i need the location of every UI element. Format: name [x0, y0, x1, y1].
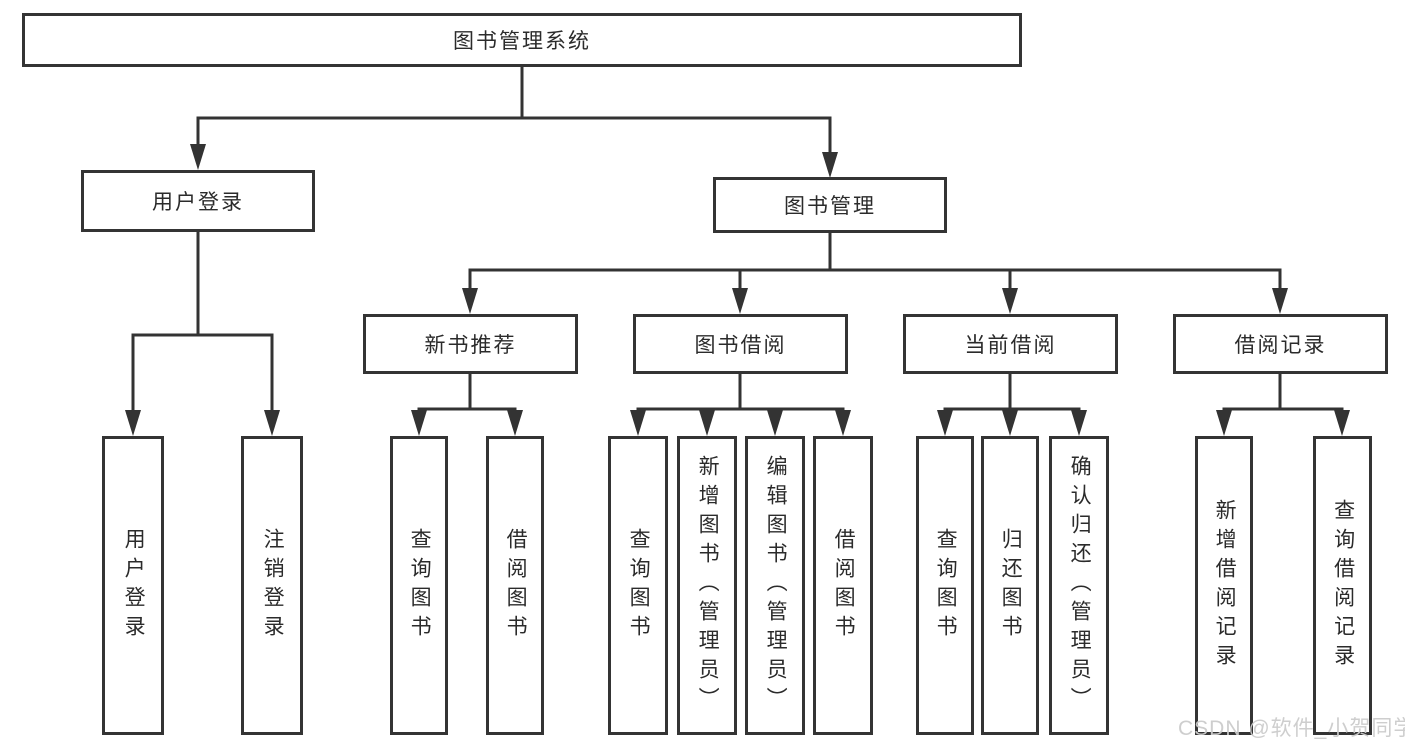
- leaf-user-login: 用户登录: [102, 436, 164, 735]
- node-root-system: 图书管理系统: [22, 13, 1022, 67]
- node-book-borrow: 图书借阅: [633, 314, 848, 374]
- leaf-query-books-2: 查询图书: [608, 436, 668, 735]
- leaf-edit-books-admin: 编辑图书（管理员）: [745, 436, 805, 735]
- leaf-add-books-admin-label: 新增图书（管理员）: [696, 455, 720, 716]
- leaf-confirm-return-admin-label: 确认归还（管理员）: [1068, 455, 1092, 716]
- leaf-query-books-1: 查询图书: [390, 436, 448, 735]
- node-book-management-label: 图书管理: [784, 195, 876, 218]
- node-book-borrow-label: 图书借阅: [694, 334, 787, 357]
- leaf-query-books-3: 查询图书: [916, 436, 974, 735]
- node-root-label: 图书管理系统: [453, 30, 591, 53]
- node-user-login-label: 用户登录: [152, 191, 244, 214]
- leaf-query-borrow-record: 查询借阅记录: [1313, 436, 1372, 735]
- node-current-borrow-label: 当前借阅: [964, 334, 1057, 357]
- node-book-management: 图书管理: [713, 177, 947, 233]
- leaf-query-books-2-label: 查询图书: [627, 527, 651, 644]
- node-borrow-records-label: 借阅记录: [1234, 334, 1327, 357]
- leaf-add-borrow-record-label: 新增借阅记录: [1213, 498, 1237, 673]
- csdn-watermark: CSDN @软件_小贺同学: [1178, 717, 1405, 740]
- leaf-return-books: 归还图书: [981, 436, 1039, 735]
- leaf-borrow-books-1: 借阅图书: [486, 436, 544, 735]
- leaf-user-login-label: 用户登录: [122, 527, 146, 644]
- leaf-return-books-label: 归还图书: [999, 527, 1023, 644]
- leaf-borrow-books-1-label: 借阅图书: [504, 527, 528, 644]
- leaf-add-books-admin: 新增图书（管理员）: [677, 436, 737, 735]
- leaf-query-borrow-record-label: 查询借阅记录: [1331, 498, 1355, 673]
- leaf-query-books-3-label: 查询图书: [934, 527, 958, 644]
- leaf-confirm-return-admin: 确认归还（管理员）: [1049, 436, 1109, 735]
- node-new-book-recommend: 新书推荐: [363, 314, 578, 374]
- leaf-borrow-books-2-label: 借阅图书: [832, 527, 856, 644]
- leaf-add-borrow-record: 新增借阅记录: [1195, 436, 1253, 735]
- node-current-borrow: 当前借阅: [903, 314, 1118, 374]
- node-user-login: 用户登录: [81, 170, 315, 232]
- leaf-edit-books-admin-label: 编辑图书（管理员）: [764, 455, 788, 716]
- node-new-book-recommend-label: 新书推荐: [424, 334, 517, 357]
- leaf-logout: 注销登录: [241, 436, 303, 735]
- leaf-borrow-books-2: 借阅图书: [813, 436, 873, 735]
- leaf-logout-label: 注销登录: [261, 527, 285, 644]
- leaf-query-books-1-label: 查询图书: [408, 527, 432, 644]
- node-borrow-records: 借阅记录: [1173, 314, 1388, 374]
